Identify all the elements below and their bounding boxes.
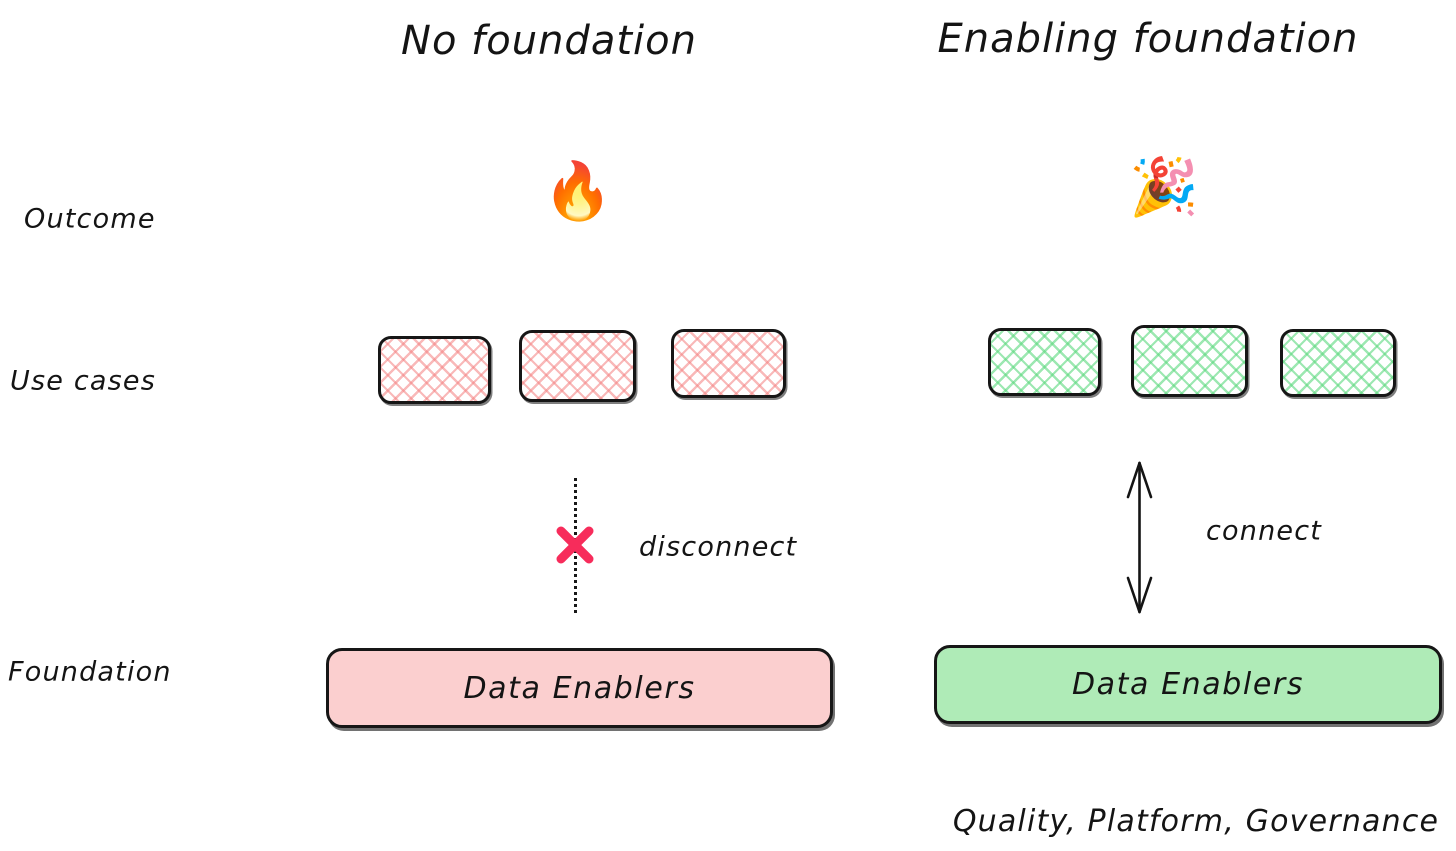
foundation-caption: Quality, Platform, Governance: [952, 804, 1440, 839]
left-use-case-box-3[interactable]: [671, 329, 786, 398]
column-title-enabling-foundation: Enabling foundation: [937, 16, 1359, 62]
left-foundation-label: Data Enablers: [463, 670, 696, 706]
right-foundation-bar[interactable]: Data Enablers: [934, 645, 1442, 724]
left-use-case-box-1[interactable]: [378, 336, 491, 404]
connect-label: connect: [1206, 515, 1323, 547]
row-label-foundation: Foundation: [8, 656, 172, 688]
right-use-case-box-3[interactable]: [1280, 329, 1396, 397]
party-popper-icon: 🎉: [1129, 155, 1199, 220]
row-label-use-cases: Use cases: [10, 365, 156, 397]
left-use-case-box-2[interactable]: [519, 330, 636, 402]
fire-icon: 🔥: [543, 159, 613, 224]
disconnect-label: disconnect: [639, 531, 798, 563]
right-use-case-box-1[interactable]: [988, 328, 1101, 396]
column-title-no-foundation: No foundation: [401, 18, 697, 64]
left-foundation-bar[interactable]: Data Enablers: [326, 648, 833, 728]
right-foundation-label: Data Enablers: [1071, 667, 1305, 702]
right-use-case-box-2[interactable]: [1131, 325, 1248, 397]
connect-arrow-icon: [1114, 455, 1166, 624]
row-label-outcome: Outcome: [24, 203, 156, 235]
x-mark-icon: [553, 523, 597, 571]
